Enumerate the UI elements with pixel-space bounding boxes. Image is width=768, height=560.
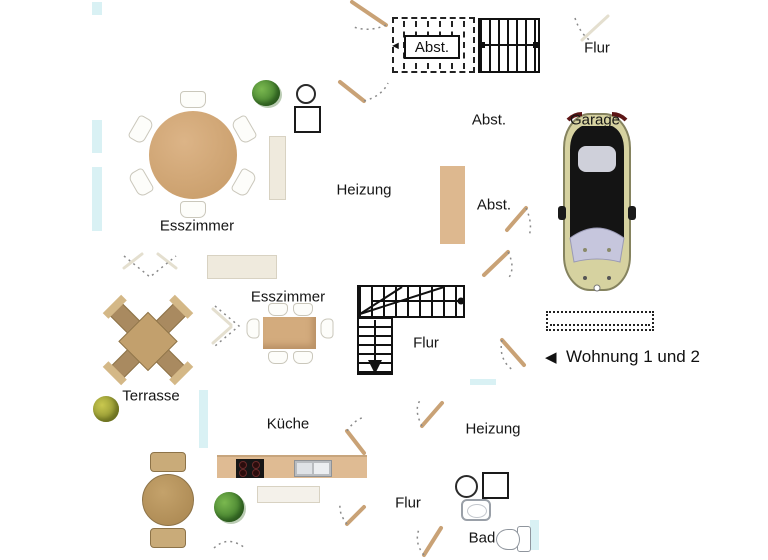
kitchen-table xyxy=(257,486,320,503)
sideboard xyxy=(207,255,277,279)
boiler-circle-fixture xyxy=(296,84,316,104)
chair xyxy=(180,201,206,218)
bathroom-sink-icon xyxy=(461,499,491,521)
window xyxy=(90,118,104,155)
room-label-esszimmer-upper: Esszimmer xyxy=(159,217,235,235)
garage-door xyxy=(546,311,654,331)
room-label-flur-upper: Flur xyxy=(584,39,610,57)
mid-staircase-upper-flight xyxy=(357,285,465,318)
window xyxy=(197,388,210,450)
room-label-abst-upper: Abst. xyxy=(471,111,507,129)
burner xyxy=(239,469,247,477)
sideboard xyxy=(269,136,286,200)
round-dining-table xyxy=(149,111,237,199)
potted-plant-icon xyxy=(214,492,244,522)
room-label-bad: Bad xyxy=(468,529,496,547)
room-label-flur-mid: Flur xyxy=(413,334,439,352)
room-label-kueche: Küche xyxy=(266,415,310,433)
abst-arrow-icon: ◄ xyxy=(390,40,401,52)
room-label-esszimmer-lower: Esszimmer xyxy=(250,288,326,306)
terrace-round-table xyxy=(142,474,194,526)
window xyxy=(90,0,104,17)
storage-shelf xyxy=(440,166,465,244)
mid-staircase-lower-flight xyxy=(357,316,393,375)
upper-staircase xyxy=(478,18,540,73)
potted-plant-icon xyxy=(93,396,119,422)
room-label-abst-lower: Abst. xyxy=(476,196,512,214)
chair xyxy=(268,351,288,364)
burner xyxy=(252,461,260,469)
room-label-terrasse: Terrasse xyxy=(122,387,180,405)
chair xyxy=(230,166,258,199)
chair xyxy=(293,351,313,364)
abst-stairs-label-box: Abst. xyxy=(404,35,460,59)
chair xyxy=(268,303,288,316)
sink-basin xyxy=(297,463,312,474)
room-label-heizung-upper: Heizung xyxy=(336,181,392,199)
chair xyxy=(180,91,206,108)
sink-basin xyxy=(314,463,329,474)
chair xyxy=(127,166,155,199)
chair xyxy=(246,318,260,339)
chair xyxy=(320,318,334,339)
window xyxy=(468,377,498,387)
sink-bowl xyxy=(467,504,487,518)
wohnung-arrow-icon: ◀ xyxy=(545,349,557,366)
terrace-cross-table xyxy=(99,291,198,390)
exterior-opening xyxy=(576,0,618,16)
kitchen-sink-icon xyxy=(294,460,332,477)
boiler-circle-fixture xyxy=(455,475,478,498)
window xyxy=(90,165,104,233)
room-label-garage: Garage xyxy=(569,111,621,129)
stair-tread-line xyxy=(463,21,465,69)
terrace-chair xyxy=(150,528,186,548)
wohnung-label: Wohnung 1 und 2 xyxy=(566,347,700,366)
abst-stairs-label: Abst. xyxy=(414,38,450,56)
kitchen-counter xyxy=(217,455,367,478)
room-label-flur-lower: Flur xyxy=(395,494,421,512)
dining-table xyxy=(263,317,316,349)
terrace-chair xyxy=(150,452,186,472)
toilet-icon xyxy=(496,529,520,550)
appliance-square-fixture xyxy=(482,472,509,499)
garage-door-track xyxy=(550,324,650,326)
burner xyxy=(252,469,260,477)
car-top-view xyxy=(558,112,636,292)
chair xyxy=(293,303,313,316)
burner xyxy=(239,461,247,469)
room-label-heizung-lower: Heizung xyxy=(465,420,521,438)
stove-icon xyxy=(236,459,264,478)
potted-plant-icon xyxy=(252,80,280,106)
appliance-square-fixture xyxy=(294,106,321,133)
